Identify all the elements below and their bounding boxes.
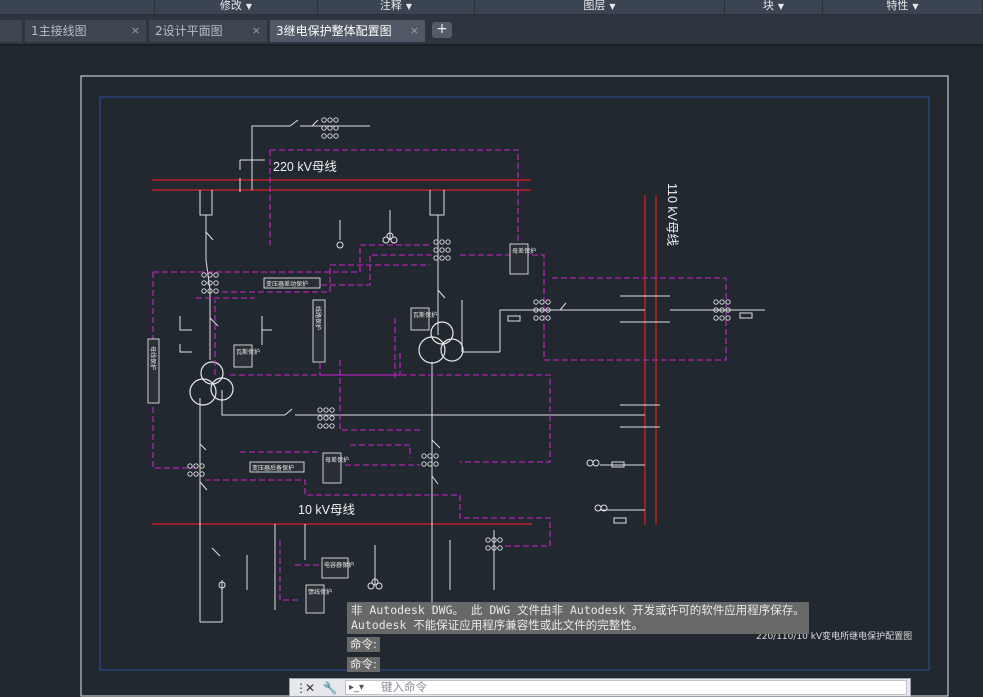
drawing-frame [99,96,930,671]
file-tab-main-wiring[interactable]: 1主接线图 × [25,20,146,42]
command-prompt-icon[interactable]: ▸_▾ [349,682,365,693]
protection-circuits [152,149,727,601]
ribbon-panel-layers[interactable]: 图层▼ [475,0,725,14]
file-tab-protection-config[interactable]: 3继电保护整体配置图 × [270,20,425,42]
non-autodesk-warning: 非 Autodesk DWG。 此 DWG 文件由非 Autodesk 开发或许… [347,602,809,634]
grip-handle-icon[interactable]: ⋮ [295,681,307,695]
command-history-line: 命令: [347,637,380,652]
protection-boxes [147,243,529,614]
close-icon[interactable]: ✕ [304,681,316,695]
ct-110-a [533,299,551,321]
ct-110-b [713,299,731,321]
tab-label: 1主接线图 [31,24,87,38]
transformer-left [189,361,234,406]
warning-line-2: Autodesk 不能保证应用程序兼容性或此文件的完整性。 [351,618,644,632]
drawing-canvas[interactable]: 220 kV母线 110 kV母线 10 kV母线 [0,46,983,697]
panel-label: 图层 [583,0,606,12]
tab-label: 3继电保护整体配置图 [276,24,392,38]
ct-right-upper [433,239,451,261]
plus-icon: + [436,21,448,37]
ct-right-lower [421,453,439,467]
title-block-text: 220/110/10 kV变电所继电保护配置图 [756,632,913,642]
ribbon-panel-bar: 修改▼ 注释▼ 图层▼ 块▼ 特性▼ [0,0,983,15]
ct-top [321,117,339,139]
ribbon-spacer [0,0,155,14]
panel-label: 注释 [379,0,402,12]
panel-label: 特性 [886,0,909,12]
ct-left-lower [187,463,205,477]
bus-110-label: 110 kV母线 [665,183,679,246]
file-tab-bar: 1主接线图 × 2设计平面图 × 3继电保护整体配置图 × [0,15,983,46]
ribbon-panel-modify[interactable]: 修改▼ [155,0,318,14]
file-tab-partial[interactable] [0,20,22,42]
triangle-down-icon: ▼ [245,2,253,11]
panel-label: 修改 [219,0,242,12]
box-label-line-prot: 线路保护 [314,306,322,330]
wrench-icon[interactable]: 🔧 [322,681,338,695]
box-label-feeder-prot: 馈线保护 [308,588,332,596]
ct-left-upper [201,272,219,294]
triangle-down-icon: ▼ [777,2,785,11]
box-label-bus-diff-220: 母差保护 [512,247,536,255]
box-label-gas-1: 瓦斯保护 [236,348,260,356]
ribbon-panel-properties[interactable]: 特性▼ [823,0,983,14]
triangle-down-icon: ▼ [405,2,413,11]
command-history-line: 命令: [347,657,380,672]
triangle-down-icon: ▼ [609,2,616,11]
box-label-trans-diff: 变压器差动保护 [266,280,308,288]
new-tab-button[interactable]: + [432,22,452,38]
box-label-bus-diff-10: 母差保护 [325,456,349,464]
close-icon[interactable]: × [251,24,261,37]
box-label-bus-prot: 母线保护 [149,346,157,370]
box-label-trans-backup: 变压器后备保护 [252,464,294,472]
bus-220kv [152,179,531,191]
command-line-bar: ⋮ ✕ 🔧 ▸_▾ 键入命令 [289,678,911,697]
warning-line-1: 非 Autodesk DWG。 此 DWG 文件由非 Autodesk 开发或许… [351,603,805,617]
ribbon-panel-block[interactable]: 块▼ [725,0,823,14]
box-label-cap-prot: 电容器保护 [324,561,354,569]
command-input[interactable]: ▸_▾ 键入命令 [345,680,907,695]
file-tab-layout-plan[interactable]: 2设计平面图 × [149,20,267,42]
ct-clusters [187,117,731,551]
box-label-gas-2: 瓦斯保护 [413,311,437,319]
transformer-right [418,321,464,364]
ribbon-panel-annotate[interactable]: 注释▼ [318,0,475,14]
ct-mid [317,407,335,429]
panel-label: 块 [762,0,774,12]
bus-10-label: 10 kV母线 [298,503,355,517]
close-icon[interactable]: × [130,24,140,37]
ct-10kv [485,537,503,551]
command-placeholder: 键入命令 [381,680,427,694]
arrester-symbols [218,232,753,590]
protection-box-labels: 变压器差动保护 变压器后备保护 母线保护 线路保护 母差保护 母差保护 瓦斯保护… [149,247,536,596]
tab-label: 2设计平面图 [155,24,223,38]
bus-220-label: 220 kV母线 [273,160,337,174]
triangle-down-icon: ▼ [912,2,919,11]
close-icon[interactable]: × [409,24,419,37]
